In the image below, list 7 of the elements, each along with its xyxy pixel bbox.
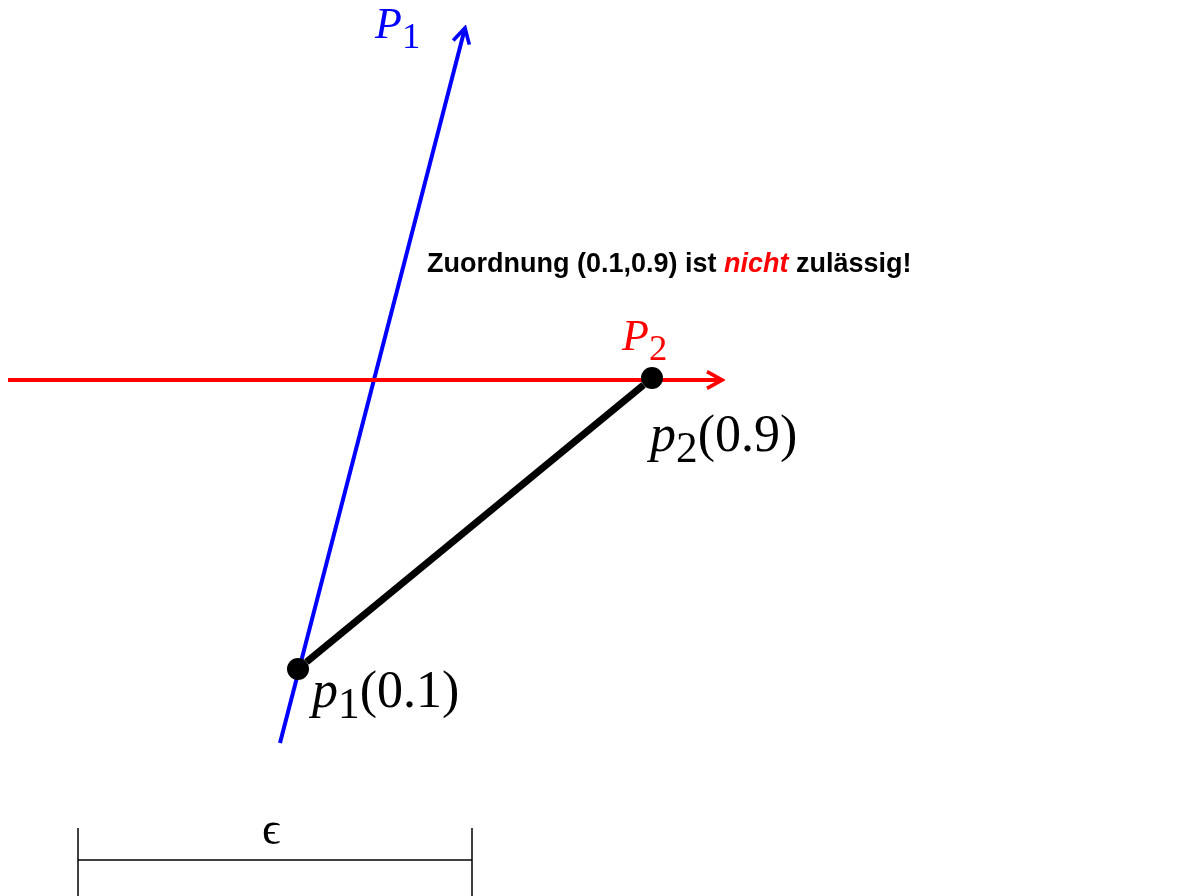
connecting-line	[304, 382, 646, 665]
point-dot	[287, 658, 309, 680]
note-text: Zuordnung (0.1,0.9) ist nicht zulässig!	[427, 250, 912, 277]
curve-label: P$_{2}$	[622, 314, 668, 367]
curve-label: P$_{1}$	[375, 2, 421, 55]
dimension-label: ϵ	[262, 806, 281, 852]
point-dot	[641, 367, 663, 389]
